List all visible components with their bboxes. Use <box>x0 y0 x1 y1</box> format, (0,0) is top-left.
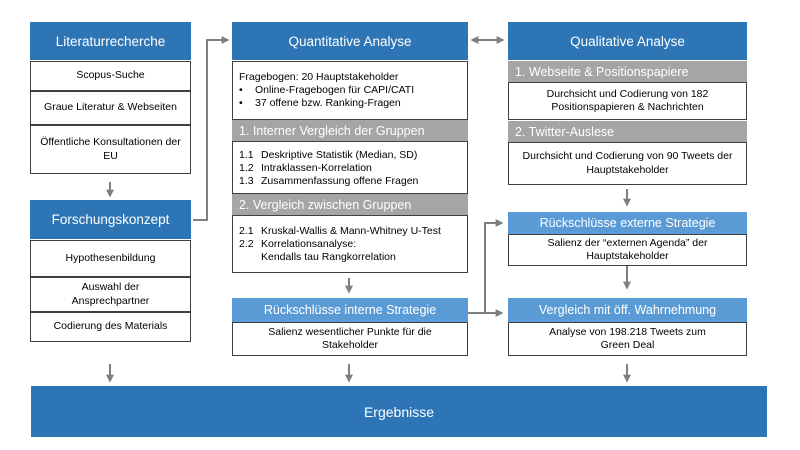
rueckschluesse-extern-text: Salienz der “externen Agenda” der Haupts… <box>508 234 747 266</box>
item-konsultationen: Öffentliche Konsultationen der EU <box>30 125 191 174</box>
item-text: Kruskal-Wallis & Mann-Whitney U-Test <box>261 225 441 237</box>
bullet-text: 37 offene bzw. Ranking-Fragen <box>255 97 401 110</box>
item-scopus-suche: Scopus-Suche <box>30 61 191 91</box>
korrelation-continuation: Kendalls tau Rangkorrelation <box>261 251 396 264</box>
header-rueckschluesse-intern: Rückschlüsse interne Strategie <box>232 298 468 322</box>
bullet-text: Online-Fragebogen für CAPI/CATI <box>255 84 415 97</box>
item-auswahl-ansprechpartner: Auswahl der Ansprechpartner <box>30 277 191 312</box>
vergleich-wahrnehmung-text: Analyse von 198.218 Tweets zum Green Dea… <box>508 322 747 356</box>
item-text: Korrelationsanalyse: <box>261 238 357 251</box>
item-marker: 2.1 <box>239 225 254 237</box>
header-quantitative-analyse: Quantitative Analyse <box>232 22 468 60</box>
interner-vergleich-list: 1.1 Deskriptive Statistik (Median, SD) 1.… <box>239 149 467 188</box>
webseite-positionspapiere-text: Durchsicht und Codierung von 182 Positio… <box>508 82 747 120</box>
list-item: 2.1 Kruskal-Wallis & Mann-Whitney U-Test <box>239 225 467 238</box>
bullet-marker: • <box>239 84 243 97</box>
item-text: Deskriptive Statistik (Median, SD) <box>261 149 418 161</box>
header-literaturrecherche: Literaturrecherche <box>30 22 191 60</box>
list-item: 1.3 Zusammenfassung offene Fragen <box>239 175 467 188</box>
interner-vergleich-box: 1.1 Deskriptive Statistik (Median, SD) 1.… <box>232 141 468 194</box>
section-vergleich-zwischen-gruppen: 2. Vergleich zwischen Gruppen <box>232 194 468 215</box>
result-bar: Ergebnisse <box>31 386 767 437</box>
arrow-intern-to-extern <box>466 219 504 314</box>
section-interner-vergleich: 1. Interner Vergleich der Gruppen <box>232 120 468 141</box>
section-twitter-auslese: 2. Twitter-Auslese <box>508 121 747 142</box>
item-codierung-material: Codierung des Materials <box>30 312 191 342</box>
item-marker: 2.2 <box>239 238 254 251</box>
list-item: • Online-Fragebogen für CAPI/CATI <box>239 84 467 97</box>
item-marker: 1.2 <box>239 162 254 175</box>
item-marker: 1.1 <box>239 149 254 161</box>
item-text: Intraklassen-Korrelation <box>261 162 372 175</box>
fragebogen-list: • Online-Fragebogen für CAPI/CATI • 37 off… <box>239 84 467 110</box>
list-item: 1.1 Deskriptive Statistik (Median, SD) <box>239 149 467 162</box>
twitter-auslese-text: Durchsicht und Codierung von 90 Tweets d… <box>508 142 747 185</box>
item-graue-literatur: Graue Literatur & Webseiten <box>30 91 191 125</box>
arrow-konzept-to-quant <box>193 36 230 221</box>
section-webseite-positionspapiere: 1. Webseite & Positionspapiere <box>508 61 747 82</box>
rueckschluesse-intern-text: Salienz wesentlicher Punkte für die Stak… <box>232 322 468 356</box>
fragebogen-intro: Fragebogen: 20 Hauptstakeholder <box>239 71 399 83</box>
bullet-marker: • <box>239 97 243 110</box>
list-item: 2.2 Korrelationsanalyse: <box>239 238 467 251</box>
header-forschungskonzept: Forschungskonzept <box>30 200 191 239</box>
item-hypothesenbildung: Hypothesenbildung <box>30 240 191 277</box>
list-item: 1.2 Intraklassen-Korrelation <box>239 162 467 175</box>
header-vergleich-wahrnehmung: Vergleich mit öff. Wahrnehmung <box>508 298 747 322</box>
item-text: Zusammenfassung offene Fragen <box>261 175 419 188</box>
list-item: • 37 offene bzw. Ranking-Fragen <box>239 97 467 110</box>
fragebogen-box: Fragebogen: 20 Hauptstakeholder • Online-… <box>232 61 468 120</box>
item-marker: 1.3 <box>239 175 254 188</box>
header-rueckschluesse-extern: Rückschlüsse externe Strategie <box>508 212 747 234</box>
header-qualitative-analyse: Qualitative Analyse <box>508 22 747 60</box>
